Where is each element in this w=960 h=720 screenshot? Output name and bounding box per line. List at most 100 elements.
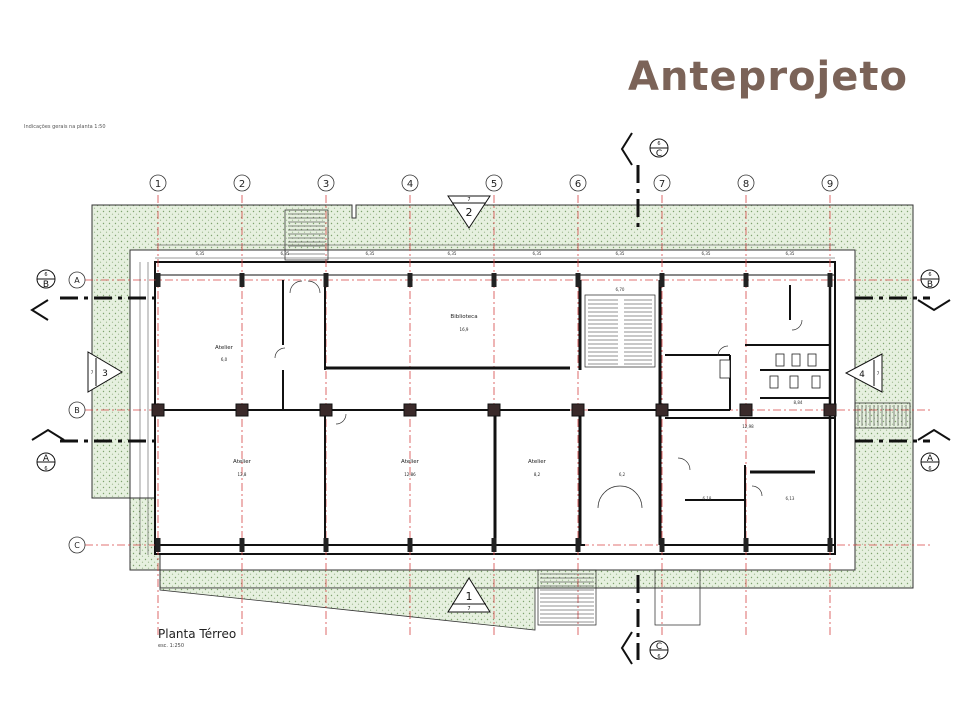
grid-bubble-col-5 xyxy=(485,174,503,192)
room-atelier-1: Atelier xyxy=(233,459,252,465)
grid-label-col-9: 9 xyxy=(827,179,833,190)
dim-bay-5: 6,35 xyxy=(533,251,542,256)
column-7-0 xyxy=(743,273,749,287)
grid-label-col-6: 6 xyxy=(575,179,581,190)
room-atelier-1-area: 12,8 xyxy=(238,472,247,477)
grid-label-col-3: 3 xyxy=(323,179,329,190)
room-atelier-2: Atelier xyxy=(401,459,420,465)
cut-c-bottom-sheet: 6 xyxy=(657,654,660,660)
grid-label-col-8: 8 xyxy=(743,179,749,190)
grid-bubble-row-A xyxy=(68,271,86,289)
column-5-1 xyxy=(571,403,585,417)
room-atelier-top: Atelier xyxy=(215,345,234,351)
elevation-markers: 7 2 1 7 3 7 4 7 xyxy=(87,195,883,613)
cut-b-right-sheet: 6 xyxy=(928,272,931,278)
plan-scale: esc. 1:250 xyxy=(158,643,184,649)
room-atelier-3-area: 8,2 xyxy=(534,472,541,477)
room-atelier-top-area: 6,0 xyxy=(221,357,228,362)
column-7-2 xyxy=(743,538,749,552)
section-cut-symbols: 6 B 6 B A 6 A 6 6 C C 6 xyxy=(30,132,951,665)
column-1-2 xyxy=(239,538,245,552)
elevation-bottom-sheet: 7 xyxy=(467,606,470,612)
grid-label-row-B: B xyxy=(74,406,80,415)
dim-corridor-mid: 6,2 xyxy=(619,472,626,477)
elevation-top-sheet: 7 xyxy=(467,197,470,203)
column-8-0 xyxy=(827,273,833,287)
elevation-marker-right xyxy=(844,353,883,393)
column-4-1 xyxy=(487,403,501,417)
elevation-top-number: 2 xyxy=(466,206,473,219)
grid-bubble-col-8 xyxy=(737,174,755,192)
cut-c-top-sheet: 6 xyxy=(657,141,660,147)
cut-a-left-label: A xyxy=(43,454,50,464)
cut-a-left-sheet: 6 xyxy=(44,466,47,472)
dim-right-room-2: 6,13 xyxy=(786,496,795,501)
dim-bay-6: 6,35 xyxy=(616,251,625,256)
grid-label-col-2: 2 xyxy=(239,179,245,190)
room-biblioteca-area: 16,9 xyxy=(460,327,469,332)
column-0-0 xyxy=(155,273,161,287)
column-6-2 xyxy=(659,538,665,552)
grid-bubble-col-4 xyxy=(401,174,419,192)
room-atelier-3: Atelier xyxy=(528,459,547,465)
grid-bubble-row-C xyxy=(68,536,86,554)
plan-title: Planta Térreo xyxy=(158,627,236,641)
grid-label-col-7: 7 xyxy=(659,179,665,190)
cut-b-right-label: B xyxy=(927,280,933,290)
slide-title: Anteprojeto xyxy=(628,54,908,100)
column-6-0 xyxy=(659,273,665,287)
grid-bubble-col-3 xyxy=(317,174,335,192)
dim-bay-4: 6,35 xyxy=(448,251,457,256)
dim-bay-3: 6,35 xyxy=(366,251,375,256)
column-1-0 xyxy=(239,273,245,287)
grid-bubble-row-B xyxy=(68,401,86,419)
column-7-1 xyxy=(739,403,753,417)
room-atelier-2-area: 12,86 xyxy=(404,472,416,477)
cut-c-bottom-label: C xyxy=(656,642,662,652)
room-labels: Atelier 6,0 Biblioteca 16,9 Atelier 12,8… xyxy=(215,314,547,477)
elevation-marker-top xyxy=(447,195,491,229)
column-0-2 xyxy=(155,538,161,552)
dim-right-room-1: 6,18 xyxy=(703,496,712,501)
grid-label-row-C: C xyxy=(74,541,80,550)
dim-bay-8: 6,35 xyxy=(786,251,795,256)
grid-label-row-A: A xyxy=(74,276,80,285)
section-cut-lines xyxy=(60,165,930,660)
dim-corridor: 12,98 xyxy=(742,424,754,429)
elevation-left-number: 3 xyxy=(102,369,108,379)
column-3-2 xyxy=(407,538,413,552)
column-3-1 xyxy=(403,403,417,417)
door-swings xyxy=(274,280,803,509)
header-note: Indicações gerais na planta 1:50 xyxy=(24,124,106,130)
column-0-1 xyxy=(151,403,165,417)
column-2-0 xyxy=(323,273,329,287)
grid-bubble-col-9 xyxy=(821,174,839,192)
structural-columns xyxy=(151,273,837,552)
wc-fixtures xyxy=(719,353,821,389)
grid-label-col-1: 1 xyxy=(155,179,161,190)
grid-bubble-col-2 xyxy=(233,174,251,192)
stairs xyxy=(284,209,911,626)
grid-label-col-4: 4 xyxy=(407,179,413,190)
stair-treads xyxy=(288,213,907,623)
column-5-2 xyxy=(575,538,581,552)
dim-wc: 8,84 xyxy=(794,400,803,405)
column-4-2 xyxy=(491,538,497,552)
dim-bay-7: 6,35 xyxy=(702,251,711,256)
column-1-1 xyxy=(235,403,249,417)
column-6-1 xyxy=(655,403,669,417)
dim-bay-1: 6,35 xyxy=(196,251,205,256)
column-5-0 xyxy=(575,273,581,287)
elevation-left-sheet: 7 xyxy=(91,370,94,375)
column-2-1 xyxy=(319,403,333,417)
column-2-2 xyxy=(323,538,329,552)
cut-a-right-sheet: 6 xyxy=(928,466,931,472)
grid-bubble-col-6 xyxy=(569,174,587,192)
column-4-0 xyxy=(491,273,497,287)
dimension-lines xyxy=(139,244,835,555)
grid-bubble-col-1 xyxy=(149,174,167,192)
cut-a-right-label: A xyxy=(927,454,934,464)
cut-c-top-label: C xyxy=(656,149,662,159)
